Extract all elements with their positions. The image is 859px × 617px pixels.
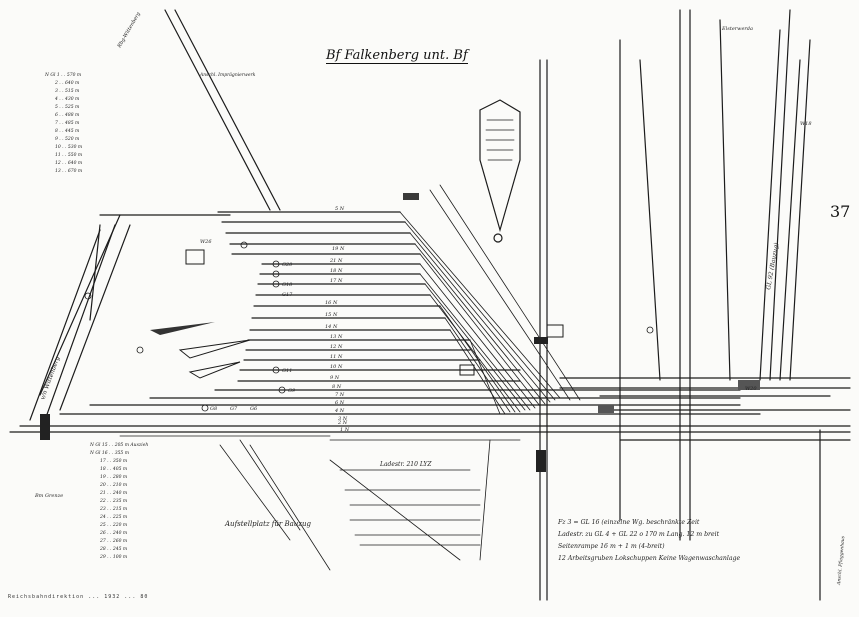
track-number: 21 N — [329, 258, 343, 264]
track-length-line: 19 . . 280 m — [100, 474, 127, 480]
note-line: Fz 3 = GL 16 (einzelne Wg. beschränkte Z… — [557, 519, 700, 526]
signal-label: G11 — [282, 368, 292, 374]
track-number: 11 N — [330, 354, 343, 360]
track-number: 12 N — [330, 344, 343, 350]
track-number: 2 N — [337, 420, 348, 426]
track-length-line: 24 . . 225 m — [99, 514, 127, 520]
track-length-line: 8 . . 445 m — [55, 128, 79, 134]
signal-label: G9 — [288, 388, 296, 394]
track-length-line: 23 . . 215 m — [99, 506, 127, 512]
track-length-line: 20 . . 210 m — [99, 482, 127, 488]
track-length-line: 11 . . 550 m — [55, 152, 82, 158]
signal-label: G8 — [210, 406, 217, 412]
track-length-line: 4 . . 430 m — [54, 96, 79, 102]
signal-labels: W26 G20 G18 G17 G11 G9 G8 G7 G6 W20 W18 — [200, 121, 812, 412]
signal-label: G18 — [282, 282, 292, 288]
track-length-line: N Gl 1 . . 570 m — [44, 72, 81, 78]
track-number: 14 N — [325, 324, 338, 330]
signal-label: G17 — [282, 292, 293, 298]
label-anschluss-right: Anschl. Pflaggenhaus — [836, 535, 846, 586]
track-number: 13 N — [330, 334, 343, 340]
track-length-line: N Gl 15 . . 205 m Auszieh — [89, 442, 148, 448]
signal-label: G6 — [250, 406, 258, 412]
track-length-table-bottom: N Gl 15 . . 205 m Auszieh N Gl 16 . . 35… — [89, 442, 148, 560]
label-anschluss: Anschl. Imprägnierwerk — [199, 72, 256, 78]
label-wittenberg: v/n Wittenberg — [39, 355, 61, 400]
label-elsterwerda: Elsterwerda — [721, 26, 753, 32]
track-number: 16 N — [325, 300, 338, 306]
label-aufstellplatz: Aufstellplatz für Bauzug — [224, 520, 311, 528]
track-length-line: 27 . . 260 m — [99, 538, 127, 544]
track-number: 7 N — [335, 392, 345, 398]
lower-tracks — [119, 435, 521, 571]
track-length-line: 6 . . 488 m — [55, 112, 79, 118]
track-length-line: 17 . . 350 m — [100, 458, 127, 464]
track-length-line: 28 . . 245 m — [99, 546, 127, 552]
note-line: 12 Arbeitsgruben Lokschuppen Keine Wagen… — [558, 555, 740, 562]
track-length-line: 13 . . 670 m — [55, 168, 82, 174]
signal-label: W18 — [800, 121, 812, 127]
turntable-area — [479, 99, 521, 243]
buildings — [40, 193, 760, 472]
track-length-line: 29 . . 100 m — [99, 554, 127, 560]
track-length-line: 18 . . 405 m — [100, 466, 127, 472]
track-number: 6 N — [335, 400, 345, 406]
main-tracks — [9, 211, 851, 441]
track-number: 15 N — [325, 312, 338, 318]
track-length-line: 21 . . 240 m — [99, 490, 127, 496]
track-length-line: 22 . . 235 m — [99, 498, 127, 504]
track-number: 5 N — [335, 206, 345, 212]
track-length-line: 9 . . 520 m — [55, 136, 79, 142]
sheet-number: 37 — [830, 202, 851, 221]
track-length-line: 25 . . 220 m — [99, 522, 127, 528]
track-length-line: 5 . . 525 m — [55, 104, 79, 110]
note-line: Ladestr. zu GL 4 + GL 22 o 170 m Lang. 1… — [557, 531, 720, 538]
converging-fan — [399, 184, 581, 415]
signals — [84, 241, 654, 412]
label-rbg-wittenberg: Rbg-Wittenberg — [116, 11, 142, 50]
page-title: Bf Falkenberg unt. Bf — [326, 48, 468, 64]
track-length-line: 7 . . 485 m — [55, 120, 79, 126]
track-number: 4 N — [334, 408, 345, 414]
track-length-line: 26 . . 240 m — [99, 530, 127, 536]
upper-left-lines — [29, 9, 281, 421]
track-number: 19 N — [332, 246, 345, 252]
footer-stamp: Reichsbahndirektion ... 1932 ... 80 — [8, 594, 149, 600]
track-number: 1 N — [340, 427, 350, 433]
track-number: 8 N — [332, 384, 342, 390]
signal-label: W20 — [745, 386, 757, 392]
track-number: 9 N — [330, 375, 340, 381]
track-number: 10 N — [330, 364, 343, 370]
signal-label: W26 — [200, 239, 212, 245]
wedges — [150, 322, 251, 379]
note-line: Seitenrampe 16 m + 1 m (4-breit) — [558, 543, 665, 550]
track-length-line: 12 . . 640 m — [55, 160, 82, 166]
track-number: 18 N — [330, 268, 343, 274]
label-ladestrasse: Ladestr. 210 LYZ — [379, 461, 432, 468]
label-grenze: Bm Grenze — [34, 493, 63, 499]
signal-label: G20 — [282, 262, 293, 268]
label-gl92: GL 92 (Bauzug) — [765, 242, 780, 291]
signal-label: G7 — [230, 406, 238, 412]
notes-block: Fz 3 = GL 16 (einzelne Wg. beschränkte Z… — [557, 519, 740, 562]
track-number-labels: 5 N 19 N 21 N 18 N 17 N 16 N 15 N 14 N 1… — [325, 206, 350, 433]
track-length-line: 10 . . 530 m — [55, 144, 82, 150]
track-length-line: 2 . . 640 m — [54, 80, 79, 86]
track-length-line: N Gl 16 . . 355 m — [89, 450, 129, 456]
track-length-line: 3 . . 515 m — [55, 88, 79, 94]
track-number: 17 N — [330, 278, 343, 284]
track-number: 3 N — [338, 416, 348, 422]
